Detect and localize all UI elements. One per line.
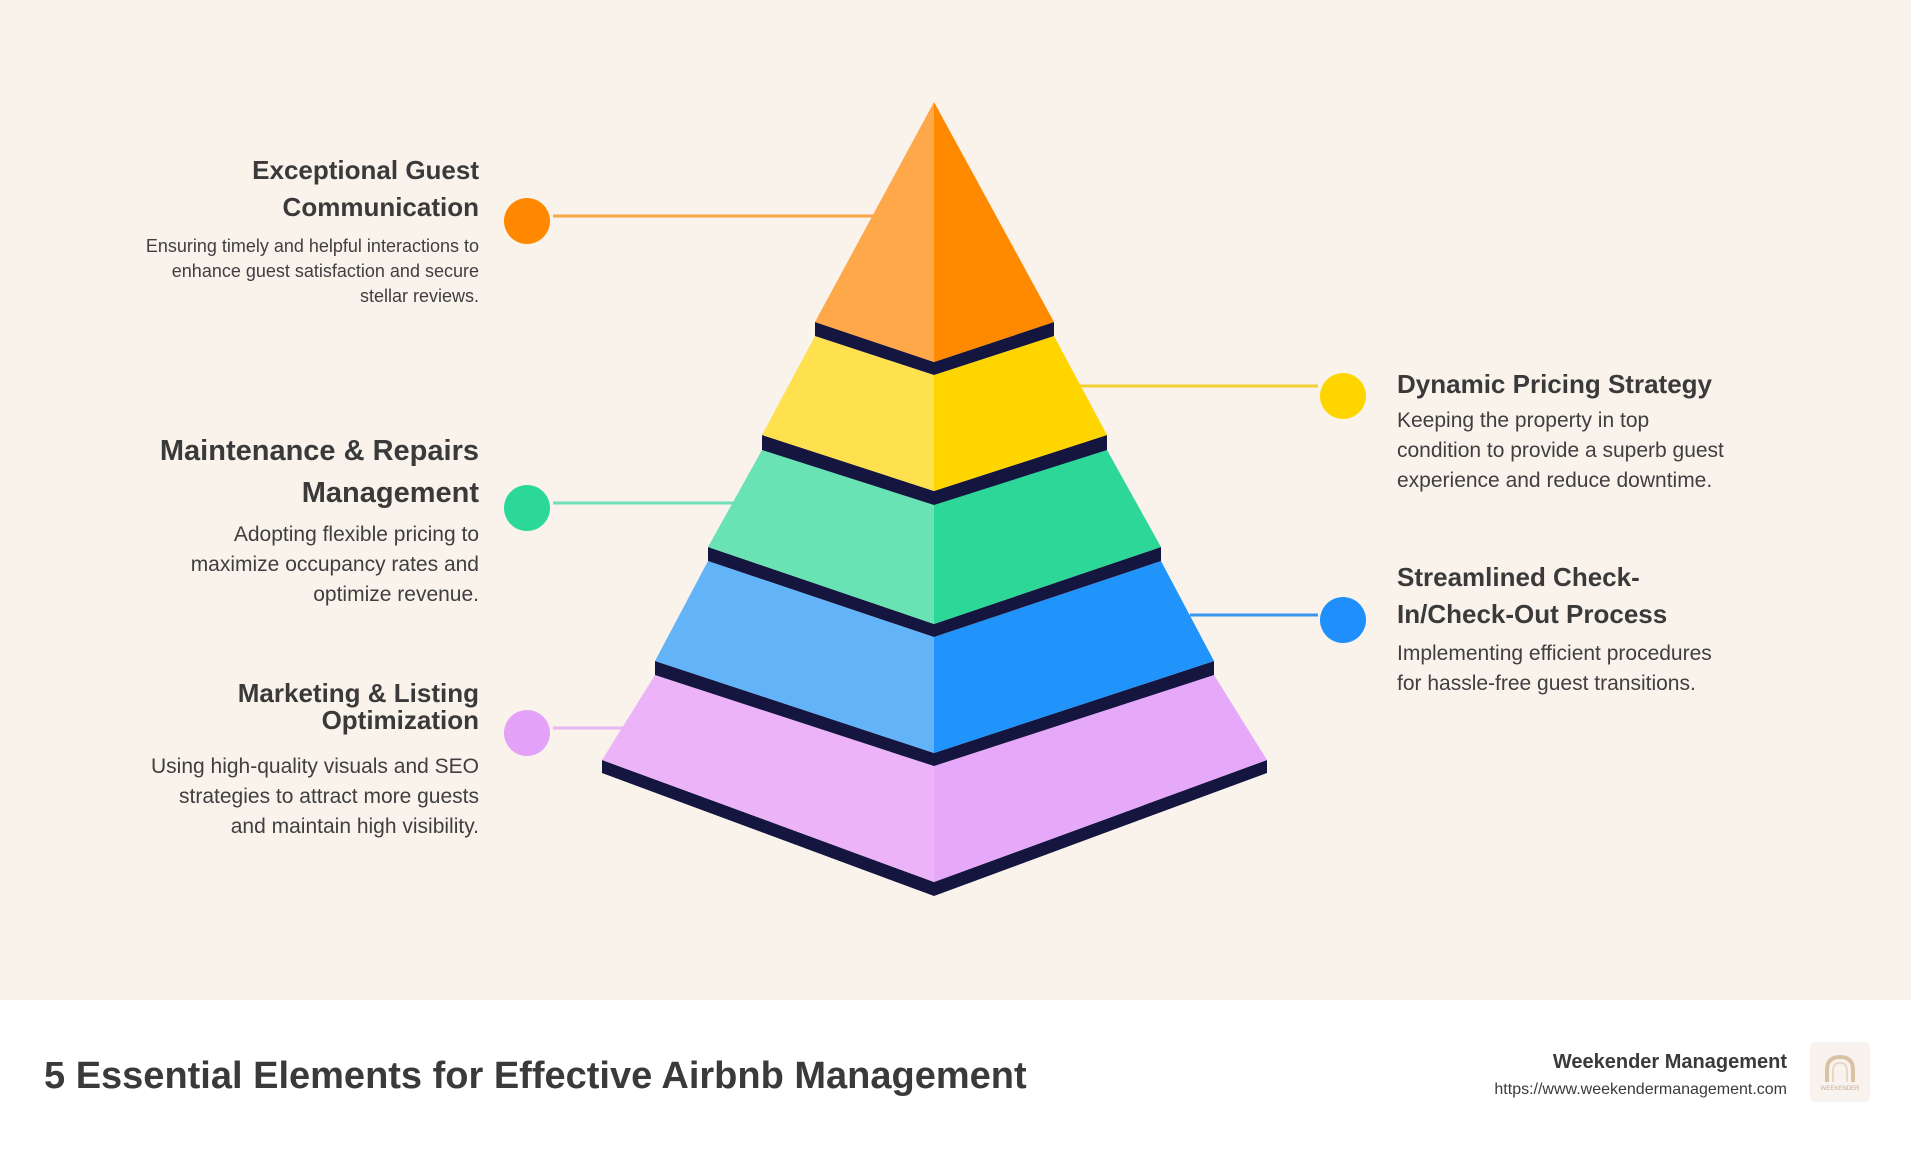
element-marketing-listing: Marketing & Listing Optimization Using h…: [140, 680, 479, 842]
pyramid-diagram: [504, 102, 1366, 896]
marker-dot-pricing: [1320, 373, 1366, 419]
element-description: Using high-quality visuals and SEO strat…: [150, 755, 479, 838]
page-title: 5 Essential Elements for Effective Airbn…: [44, 1055, 1027, 1097]
element-description: Keeping the property in top condition to…: [1397, 409, 1724, 492]
brand-logo: WEEKENDER: [1810, 1042, 1870, 1102]
element-title: Streamlined Check-In/Check-Out Process: [1397, 562, 1668, 629]
pyramid-tier-maintenance: [708, 450, 1161, 637]
pyramid-tier-communication: [815, 102, 1054, 375]
element-exceptional-guest-communication: Exceptional Guest Communication Ensuring…: [140, 152, 479, 309]
element-description: Adopting flexible pricing to maximize oc…: [190, 523, 479, 606]
marker-dot-maintenance: [504, 485, 550, 531]
element-title: Exceptional Guest Communication: [252, 155, 479, 222]
brand-url[interactable]: https://www.weekendermanagement.com: [1494, 1081, 1787, 1098]
pyramid-tier-pricing: [762, 336, 1107, 505]
brand-name: Weekender Management: [1552, 1051, 1787, 1073]
pyramid-tier-marketing: [602, 675, 1267, 896]
element-description: Implementing efficient procedures for ha…: [1397, 642, 1712, 695]
arch-logo-icon: WEEKENDER: [1821, 1054, 1860, 1092]
element-maintenance-repairs: Maintenance & Repairs Management Adoptin…: [140, 430, 479, 610]
footer: [0, 1000, 1911, 1160]
logo-wordmark: WEEKENDER: [1821, 1086, 1860, 1092]
element-title: Marketing & Listing Optimization: [237, 678, 479, 735]
marker-dot-communication: [504, 198, 550, 244]
marker-dot-checkin: [1320, 597, 1366, 643]
element-dynamic-pricing: Dynamic Pricing Strategy Keeping the pro…: [1397, 366, 1727, 496]
pyramid-tier-checkin: [655, 561, 1214, 766]
marker-dot-marketing: [504, 710, 550, 756]
element-title: Dynamic Pricing Strategy: [1397, 369, 1712, 399]
element-check-in-check-out: Streamlined Check-In/Check-Out Process I…: [1397, 559, 1727, 699]
element-description: Ensuring timely and helpful interactions…: [145, 236, 479, 306]
element-title: Maintenance & Repairs Management: [159, 435, 479, 509]
